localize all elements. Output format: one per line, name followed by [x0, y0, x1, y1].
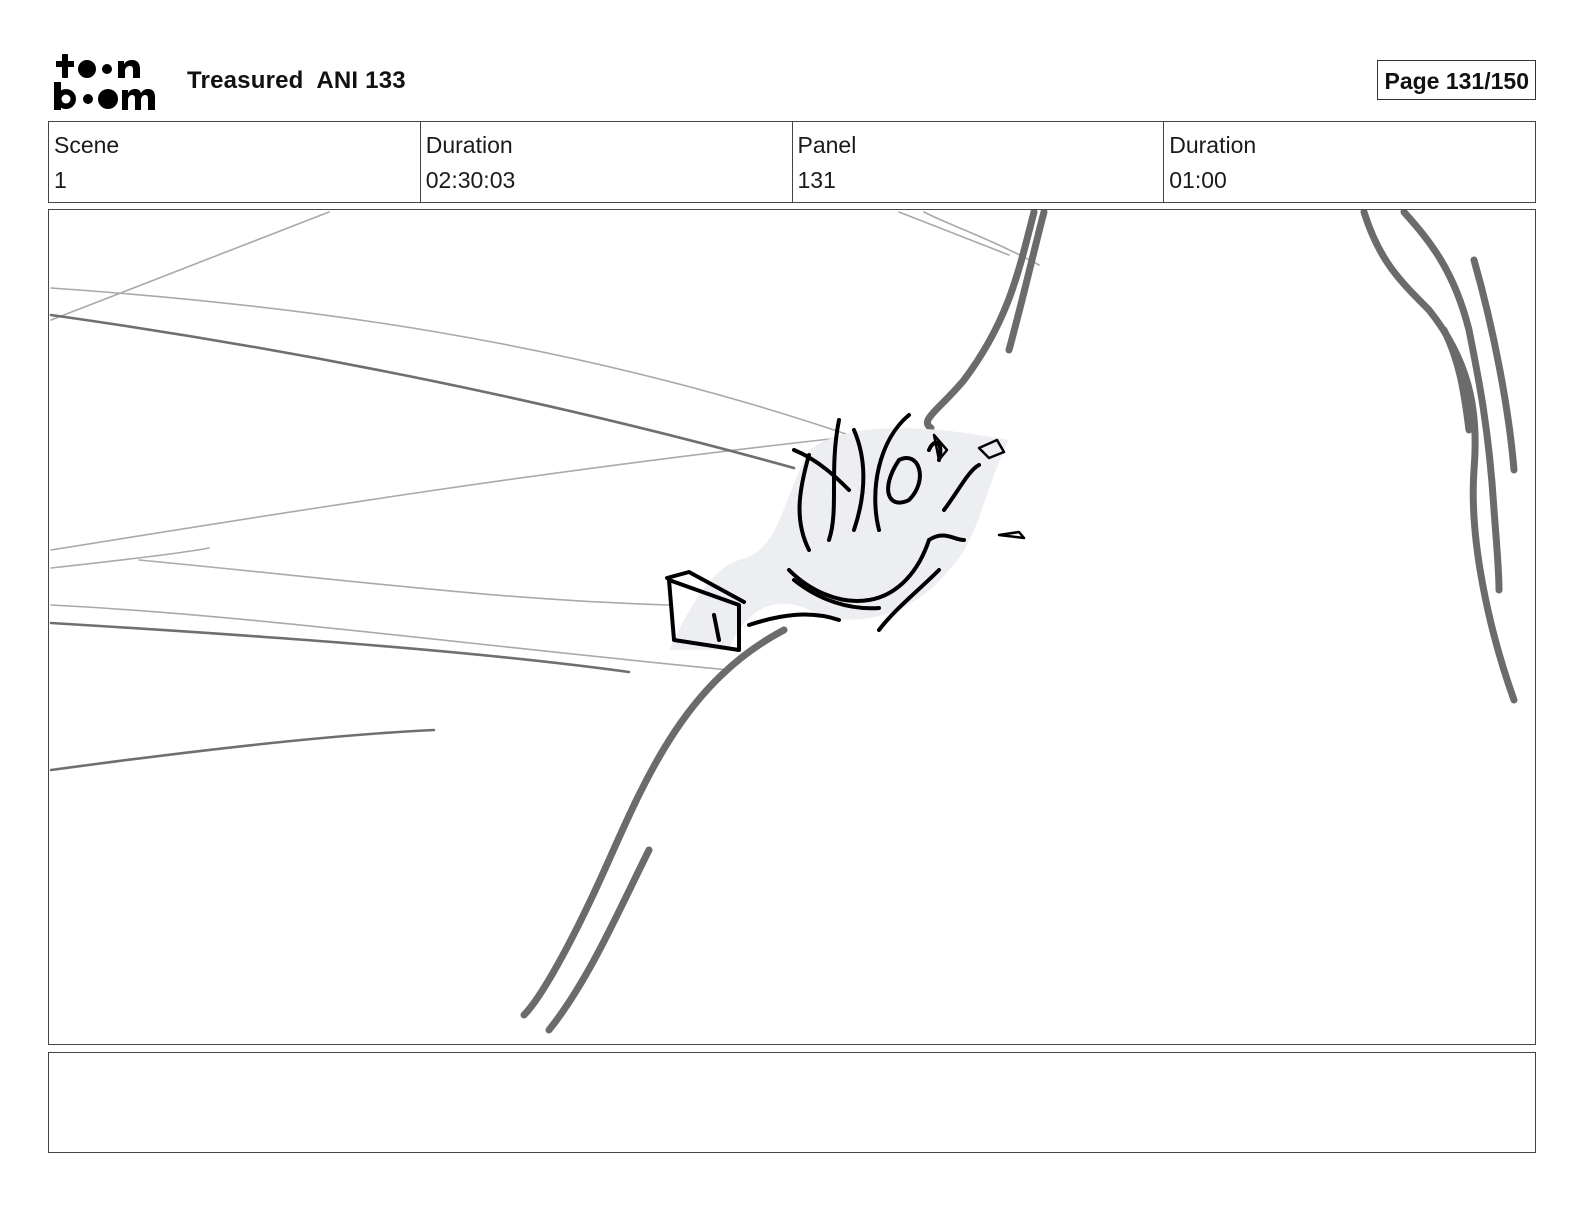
scene-label: Scene: [54, 132, 120, 158]
panel-value: 131: [797, 167, 836, 193]
character-sketch: [665, 413, 981, 652]
project-title: Treasured ANI 133: [187, 67, 406, 94]
storyboard-header: Treasured ANI 133 Page 131/150: [48, 50, 1536, 116]
panel-notes: [48, 1052, 1536, 1153]
panel-info-table: Scene 1 Duration 02:30:03 Panel 131 Dura…: [48, 121, 1536, 203]
sketch-drawing: [49, 210, 1518, 1034]
page-indicator: Page 131/150: [1377, 60, 1536, 100]
storyboard-panel-image: [48, 209, 1536, 1045]
toon-boom-logo: [54, 54, 155, 110]
scene-duration-value: 02:30:03: [425, 167, 516, 193]
notes-text: [49, 1053, 1535, 1069]
scene-duration-label: Duration: [425, 132, 513, 158]
panel-label: Panel: [797, 132, 857, 158]
character-fill: [669, 428, 1009, 650]
speed-lines-mid: [49, 313, 796, 772]
panel-duration-cell: Duration 01:00: [1163, 122, 1535, 202]
cliff-strokes: [1360, 210, 1518, 704]
hill-curve: [520, 210, 1048, 1034]
panel-duration-label: Duration: [1169, 132, 1257, 158]
scene-cell: Scene 1: [49, 122, 420, 202]
scene-duration-cell: Duration 02:30:03: [419, 122, 792, 202]
panel-duration-value: 01:00: [1169, 167, 1227, 193]
panel-cell: Panel 131: [791, 122, 1164, 202]
scene-value: 1: [54, 167, 67, 193]
debris: [932, 433, 1026, 540]
speed-lines-light: [50, 211, 1040, 671]
